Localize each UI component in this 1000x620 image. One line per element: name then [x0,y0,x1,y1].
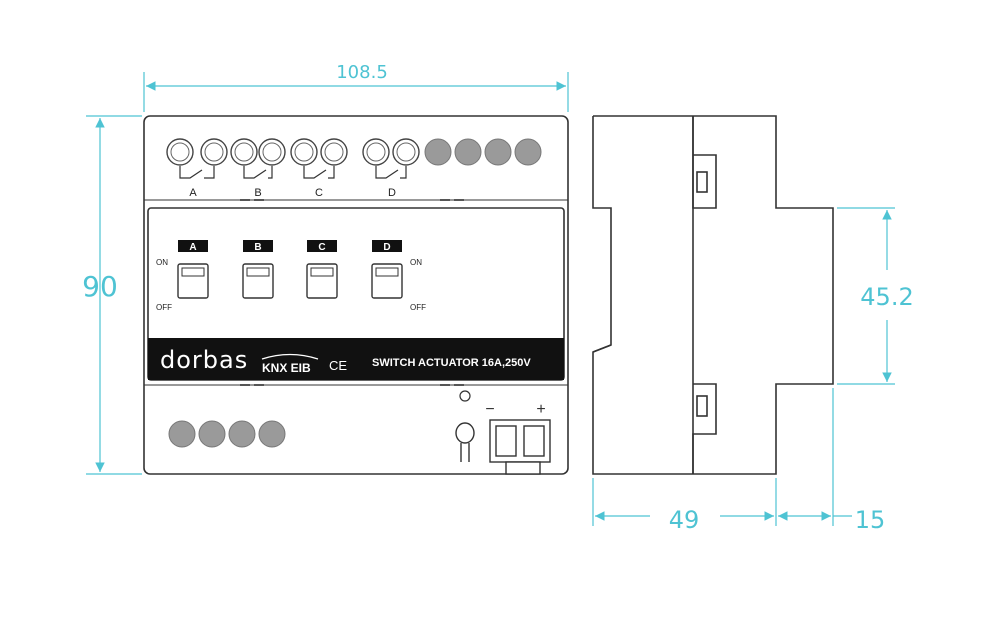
bus-minus-sign: − [485,401,494,418]
programming-led [459,390,471,402]
channel-switches: A B C D ON OFF [156,240,426,312]
terminal-screw [366,142,386,162]
terminal-screw [396,142,416,162]
dimension-depth: 49 [669,506,700,534]
terminal-screw [204,142,224,162]
terminal-label-d: D [388,187,396,199]
dimension-width: 108.5 [336,62,388,83]
terminal-label-b: B [254,187,261,199]
switch-label-box-c [307,240,337,252]
switch-label-box-a [178,240,208,252]
relay-contact-symbols [179,166,407,179]
off-label-left: OFF [156,303,172,312]
manual-switch-b[interactable] [242,263,274,299]
switch-label-d: D [383,242,390,253]
switch-label-b: B [254,242,261,253]
switch-label-box-d [372,240,402,252]
terminal-label-c: C [315,187,323,199]
terminal-screw [262,142,282,162]
knx-logo-text: KNX EIB [262,361,311,375]
terminal-filled [514,138,542,166]
terminal-screw [234,142,254,162]
terminal-filled [258,420,286,448]
bus-connector[interactable] [489,419,551,475]
bus-plus-sign: + [536,401,545,418]
terminal-filled [168,420,196,448]
brand-band [148,338,564,380]
side-profile-outline [592,115,834,475]
manual-switch-a[interactable] [177,263,209,299]
product-description: SWITCH ACTUATOR 16A,250V [372,357,531,369]
terminal-filled [198,420,226,448]
terminal-filled [424,138,452,166]
terminal-filled [484,138,512,166]
switch-label-box-b [243,240,273,252]
manual-switch-c[interactable] [306,263,338,299]
terminal-filled [454,138,482,166]
programming-button[interactable] [455,422,475,462]
knx-logo-arc [261,353,319,360]
side-clip-bottom [696,395,708,417]
terminal-screw [170,142,190,162]
terminal-screw [294,142,314,162]
manual-switch-d[interactable] [371,263,403,299]
front-view: A B C D A B C D [143,115,569,475]
switch-label-c: C [318,242,325,253]
dimension-lines [86,72,895,526]
terminal-screw [324,142,344,162]
dimension-front-height: 45.2 [860,283,913,311]
on-label-left: ON [156,258,168,267]
terminal-filled [228,420,256,448]
bottom-terminal-row [168,420,286,448]
on-label-right: ON [410,258,422,267]
terminal-label-a: A [189,187,197,199]
dimension-height: 90 [82,270,118,303]
top-terminal-row [166,138,542,166]
side-clip-top [696,171,708,193]
switch-label-a: A [189,242,196,253]
off-label-right: OFF [410,303,426,312]
brand-name: dorbas [160,346,248,374]
side-view [592,115,834,475]
dimension-offset: 15 [855,506,886,534]
ce-mark: CE [329,358,347,373]
